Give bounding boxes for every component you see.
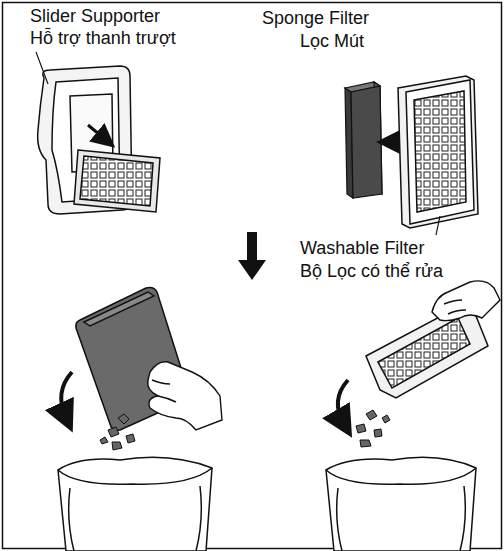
- hand: [432, 281, 500, 321]
- part-label: Bộ Lọc có thể rửa: [300, 261, 443, 282]
- part-label: Lọc Mút: [300, 31, 364, 52]
- trash-bag: [326, 457, 476, 551]
- part-label: Sponge Filter: [262, 8, 369, 29]
- part-label: Washable Filter: [300, 238, 424, 259]
- washable-dumping: [366, 306, 488, 398]
- step-arrow: [238, 232, 266, 280]
- hand: [148, 362, 222, 430]
- debris: [356, 410, 390, 447]
- leader-line: [36, 52, 48, 84]
- debris: [100, 414, 135, 450]
- pour-arrow: [61, 372, 72, 418]
- pour-arrow: [338, 380, 348, 424]
- sponge-filter: [345, 82, 382, 198]
- part-label: Slider Supporter: [30, 6, 160, 27]
- part-label: Hỗ trợ thanh trượt: [30, 28, 176, 49]
- slider-filter: [74, 150, 160, 212]
- trash-bag: [58, 457, 212, 551]
- washable-filter: [398, 76, 478, 228]
- leader-line: [436, 216, 440, 235]
